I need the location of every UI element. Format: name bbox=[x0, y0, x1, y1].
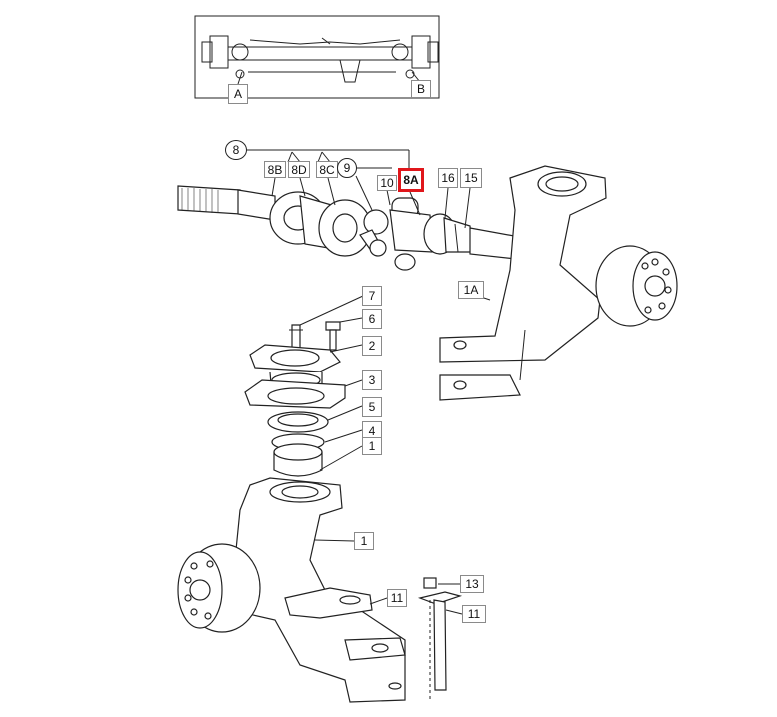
callout-8b: 8B bbox=[264, 161, 286, 178]
axle-overview-inset bbox=[194, 15, 440, 99]
callout-9: 9 bbox=[337, 158, 357, 178]
callout-1-middle: 1 bbox=[354, 532, 374, 550]
callout-a: A bbox=[228, 84, 248, 104]
callout-16: 16 bbox=[438, 168, 458, 188]
callout-3: 3 bbox=[362, 370, 382, 390]
fasteners-top bbox=[289, 321, 341, 351]
callout-10: 10 bbox=[377, 175, 397, 191]
callout-6: 6 bbox=[362, 309, 382, 329]
callout-1-upper: 1 bbox=[362, 437, 382, 455]
callout-13: 13 bbox=[460, 575, 484, 593]
callout-5: 5 bbox=[362, 397, 382, 417]
callout-8c: 8C bbox=[316, 161, 338, 178]
callout-11-left: 11 bbox=[387, 589, 407, 607]
callout-8a: 8A bbox=[398, 168, 424, 192]
callout-1a: 1A bbox=[458, 281, 484, 299]
callout-8d: 8D bbox=[288, 161, 310, 178]
steering-knuckle-1 bbox=[177, 477, 406, 703]
callout-7: 7 bbox=[362, 286, 382, 306]
callout-b: B bbox=[411, 80, 431, 98]
drive-shaft-assembly bbox=[177, 185, 526, 271]
callout-15: 15 bbox=[460, 168, 482, 188]
callout-11-right: 11 bbox=[462, 605, 486, 623]
callout-8: 8 bbox=[225, 140, 247, 160]
callout-2: 2 bbox=[362, 336, 382, 356]
bearing-stack bbox=[244, 344, 346, 477]
steering-knuckle-1a bbox=[439, 165, 678, 401]
kingpin-assembly bbox=[417, 577, 463, 700]
